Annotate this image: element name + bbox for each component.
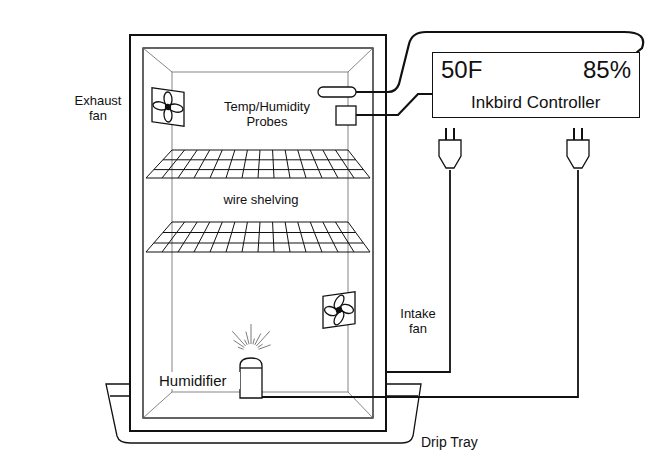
fridge-outer xyxy=(130,35,386,431)
part-label: Humidifier xyxy=(158,372,240,389)
mist-stroke xyxy=(258,344,263,347)
mist-stroke xyxy=(234,340,245,347)
shelf-wire xyxy=(258,222,260,252)
shelf-wire xyxy=(335,222,354,252)
shelf-wire xyxy=(323,150,338,178)
exhaust-fan xyxy=(152,88,184,126)
mist-stroke xyxy=(238,347,244,349)
shelf-wire xyxy=(273,150,274,178)
shelf-wire xyxy=(242,150,247,178)
shelf-wire xyxy=(242,222,247,252)
probe-wire xyxy=(356,94,432,115)
shelf-outline xyxy=(146,222,370,252)
power-plug xyxy=(439,128,461,168)
shelf-wire xyxy=(285,150,290,178)
part-label: Intake fan xyxy=(391,306,445,336)
part-label: Exhaust fan xyxy=(68,93,128,123)
part-label: wire shelving xyxy=(210,192,312,207)
mist-stroke xyxy=(259,345,271,349)
shelf-wire xyxy=(226,222,235,252)
power-plug xyxy=(567,128,589,168)
mist-stroke xyxy=(244,340,247,345)
wire-shelves xyxy=(146,150,370,252)
shelf-wire xyxy=(154,169,364,170)
power-cord xyxy=(386,170,450,372)
temp-probe xyxy=(318,87,356,97)
mist-stroke xyxy=(251,324,252,344)
shelf-wire xyxy=(210,222,222,252)
fridge-inner xyxy=(143,48,373,418)
shelf-wire xyxy=(285,222,290,252)
shelf-wire xyxy=(154,243,364,244)
shelf-wire xyxy=(310,222,322,252)
shelf-wire xyxy=(273,222,274,252)
shelf-wire xyxy=(194,150,210,178)
controller-box: 50F 85% Inkbird Controller xyxy=(432,52,640,118)
shelf-wire xyxy=(194,222,210,252)
shelf-wire xyxy=(335,150,354,178)
mist-stroke xyxy=(232,331,245,346)
controller-name: Inkbird Controller xyxy=(471,93,600,113)
shelf-wire xyxy=(178,150,197,178)
mist-stroke xyxy=(255,333,261,344)
shelf-wire xyxy=(323,222,338,252)
shelf-wire xyxy=(163,232,356,233)
humidity-probe xyxy=(336,106,356,125)
part-label: Temp/Humidity Probes xyxy=(216,99,318,129)
perspective-lines xyxy=(143,48,373,418)
mist-stroke xyxy=(253,338,254,344)
shelf-wire xyxy=(310,150,322,178)
shelf-wire xyxy=(226,150,235,178)
shelf-wire xyxy=(298,150,306,178)
shelf-wire xyxy=(258,150,260,178)
humidifier-mist xyxy=(232,324,270,349)
humidity-reading: 85% xyxy=(583,56,631,84)
humidifier xyxy=(240,358,262,398)
shelf-wire xyxy=(298,222,306,252)
temperature-reading: 50F xyxy=(441,56,482,84)
intake-fan xyxy=(323,292,355,329)
shelf-outline xyxy=(146,150,370,178)
part-label: Drip Tray xyxy=(420,434,502,450)
mist-stroke xyxy=(246,332,249,345)
shelf-wire xyxy=(178,222,197,252)
mist-stroke xyxy=(256,331,269,346)
shelf-wire xyxy=(163,159,356,160)
shelf-wire xyxy=(210,150,222,178)
